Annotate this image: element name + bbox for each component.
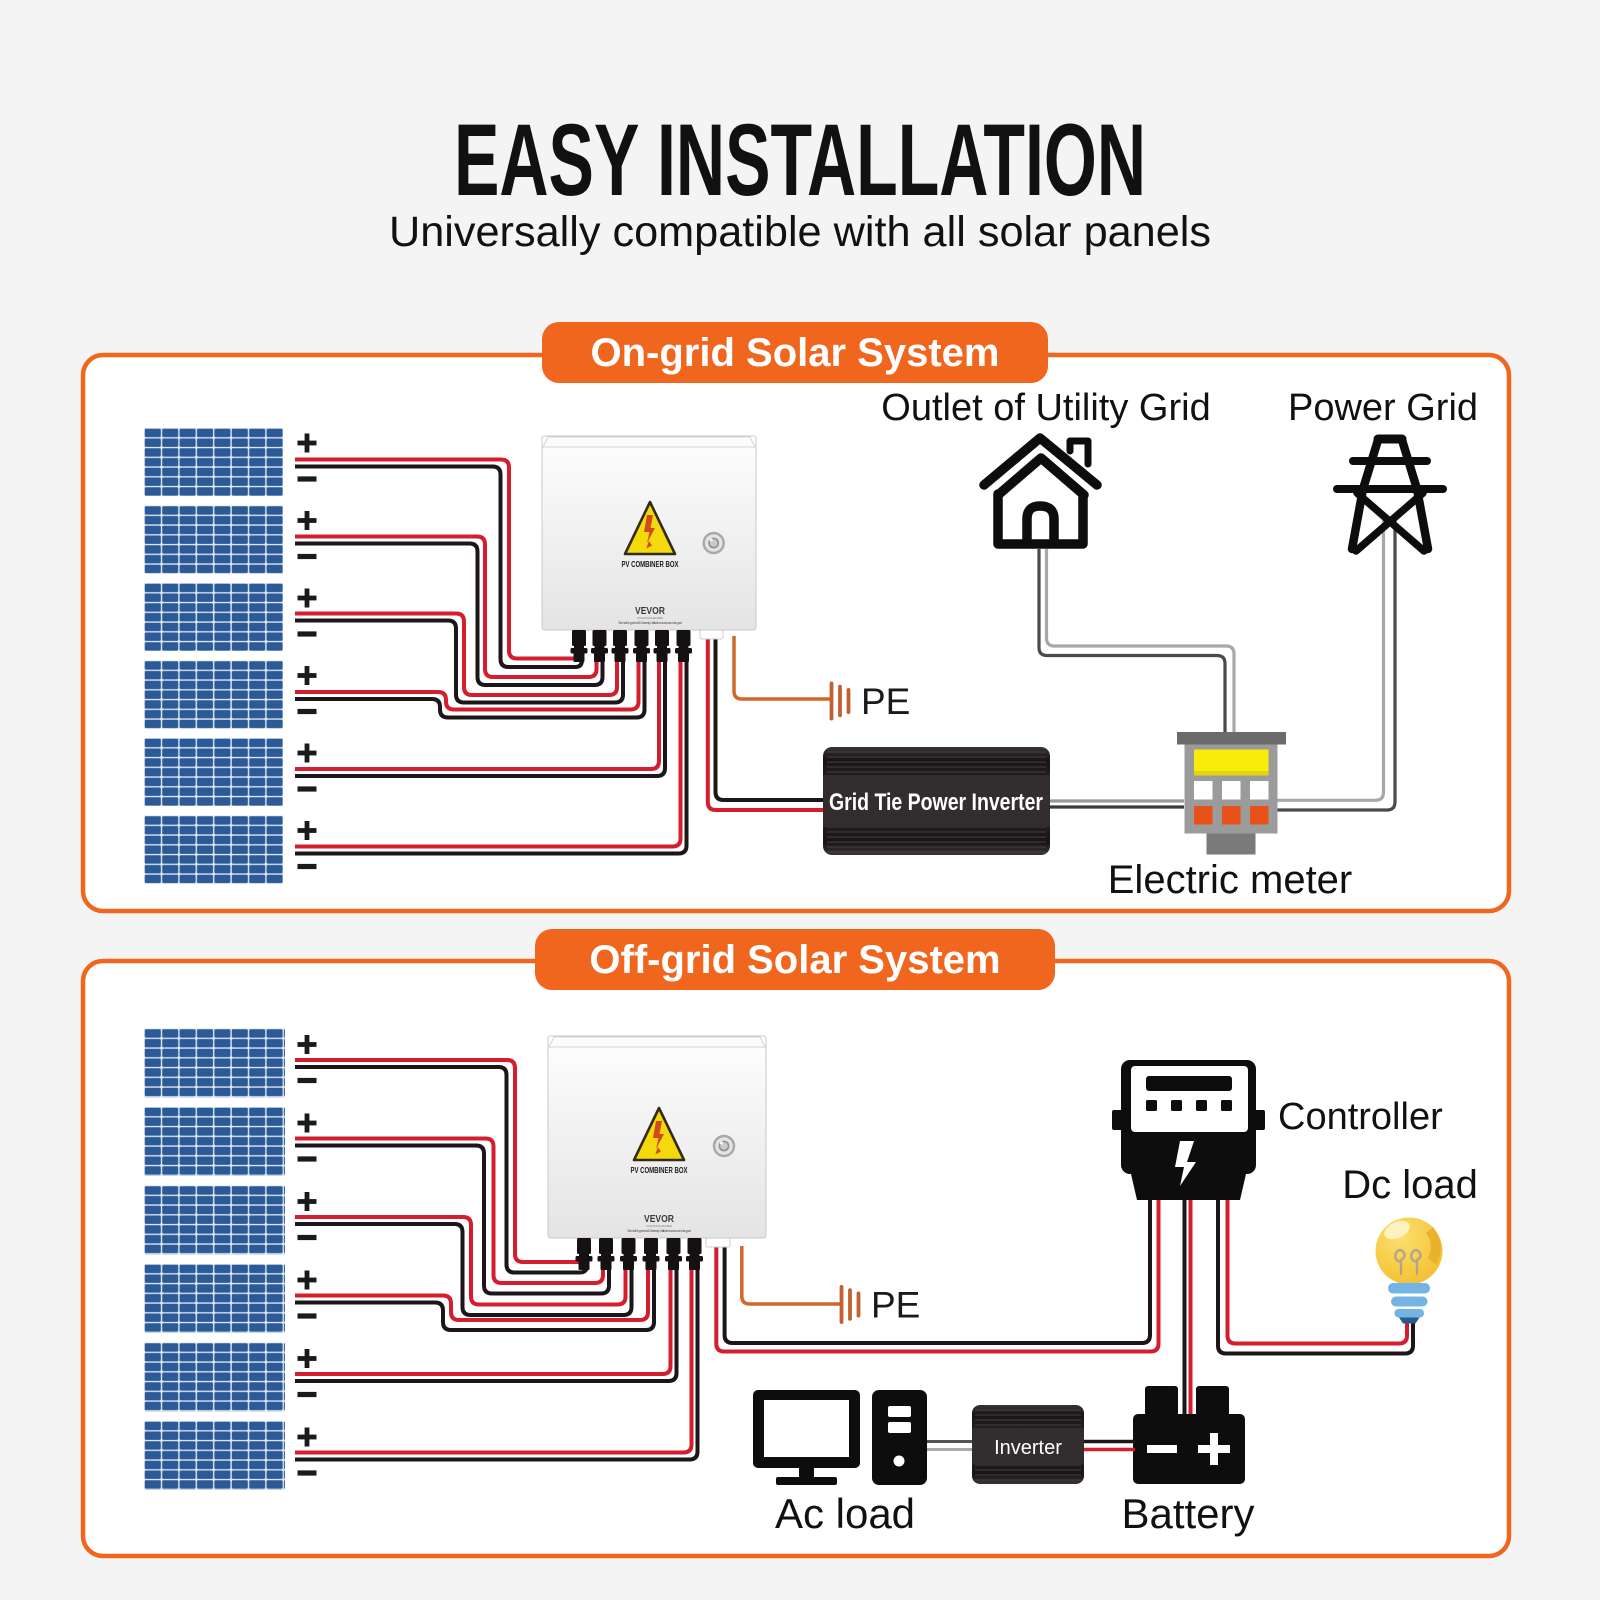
svg-text:Inverter: Inverter	[994, 1437, 1062, 1459]
svg-text:Technical Support and E-Warran: Technical Support and E-Warranty Certifi…	[618, 621, 683, 625]
svg-text:Controller: Controller	[1278, 1096, 1443, 1138]
svg-text:VEVOR: VEVOR	[644, 1213, 674, 1225]
svg-text:PV COMBINER BOX: PV COMBINER BOX	[631, 1166, 688, 1175]
svg-text:Technical Support and E-Warran: Technical Support and E-Warranty Certifi…	[627, 1229, 692, 1233]
svg-text:Ac load: Ac load	[775, 1490, 915, 1537]
svg-text:VEVOR: VEVOR	[635, 605, 665, 617]
svg-text:Off-grid Solar System: Off-grid Solar System	[589, 938, 1000, 982]
svg-text:Grid Tie Power Inverter: Grid Tie Power Inverter	[829, 789, 1043, 816]
svg-text:PE: PE	[861, 681, 910, 722]
svg-text:TOUGH TOOLS, HALF PRICE: TOUGH TOOLS, HALF PRICE	[646, 1224, 672, 1228]
svg-text:Dc load: Dc load	[1342, 1163, 1478, 1207]
svg-text:EASY INSTALLATION: EASY INSTALLATION	[454, 103, 1146, 217]
svg-text:Battery: Battery	[1121, 1490, 1254, 1537]
svg-text:Outlet of Utility Grid: Outlet of Utility Grid	[881, 387, 1210, 429]
svg-text:TOUGH TOOLS, HALF PRICE: TOUGH TOOLS, HALF PRICE	[637, 616, 663, 620]
svg-text:PE: PE	[871, 1285, 920, 1326]
svg-text:Power Grid: Power Grid	[1288, 387, 1478, 429]
svg-text:Electric meter: Electric meter	[1108, 858, 1353, 902]
svg-text:PV COMBINER BOX: PV COMBINER BOX	[622, 560, 679, 569]
svg-text:On-grid Solar System: On-grid Solar System	[591, 331, 1000, 375]
svg-text:Universally compatible with al: Universally compatible with all solar pa…	[389, 208, 1211, 256]
